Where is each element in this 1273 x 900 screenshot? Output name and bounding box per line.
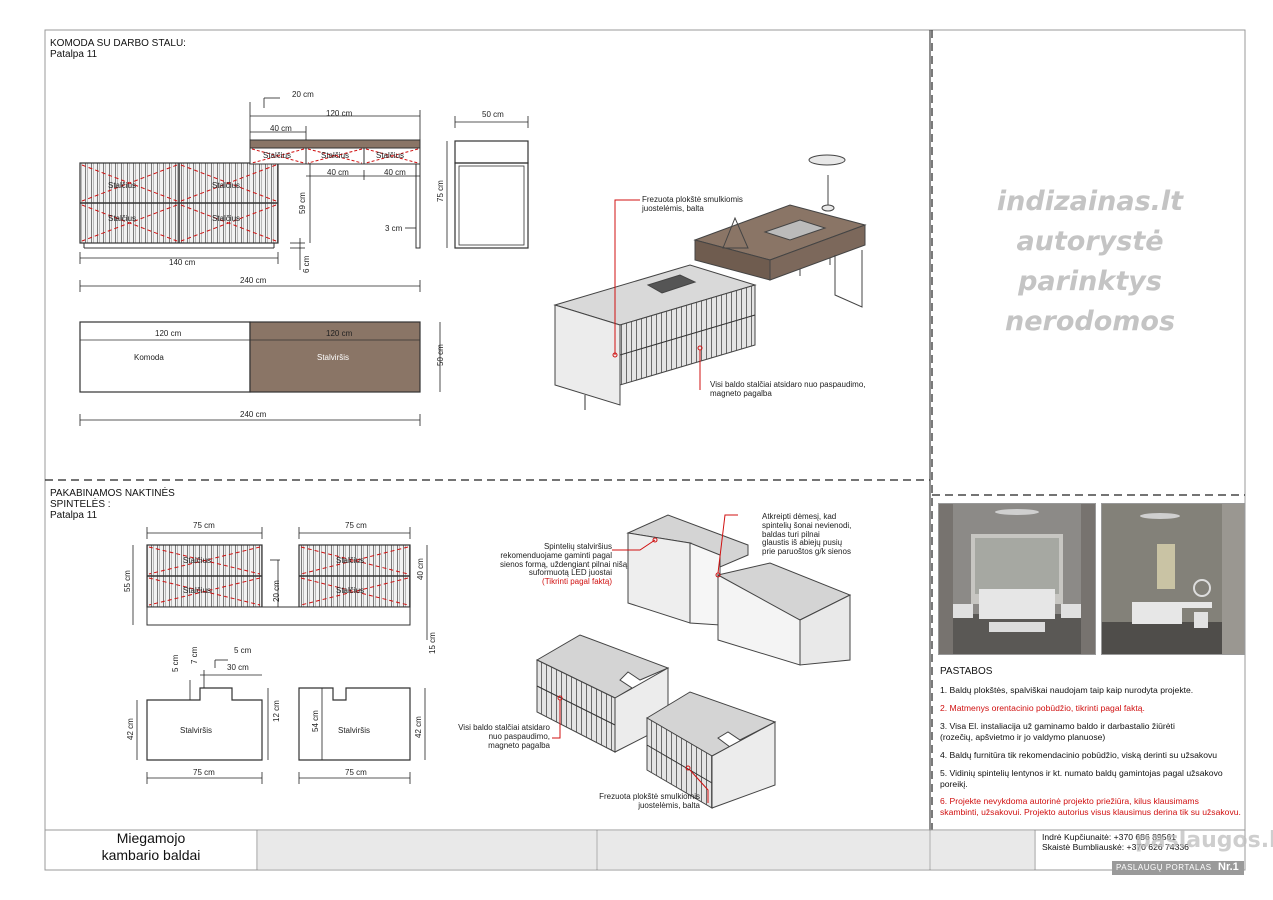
dim-40: 40 cm <box>270 124 292 133</box>
dim-240: 240 cm <box>240 276 267 285</box>
notes-heading: PASTABOS <box>940 666 993 677</box>
drawer-label: Stalčius <box>108 214 137 223</box>
dim-42: 42 cm <box>414 716 423 738</box>
dim-3: 3 cm <box>385 224 403 233</box>
desk-section-title: KOMODA SU DARBO STALU: <box>50 38 186 49</box>
watermark-line-4: nerodomos <box>1004 306 1176 337</box>
dim-30: 30 cm <box>227 663 249 672</box>
drawer-label: Stalčius <box>212 214 241 223</box>
drawer-label: Stalčius <box>212 181 241 190</box>
dim-50: 50 cm <box>482 110 504 119</box>
dim-40: 40 cm <box>327 168 349 177</box>
dim-55: 55 cm <box>123 570 132 592</box>
nightstand-section-title-2: SPINTELĖS : <box>50 499 111 510</box>
dim-140: 140 cm <box>169 258 196 267</box>
desk-magnet-callout: Visi baldo stalčiai atsidaro nuo paspaud… <box>710 380 866 398</box>
watermark-line-1: indizainas.lt <box>996 186 1184 217</box>
note-4: 4. Baldų furnitūra tik rekomendacinio po… <box>940 750 1218 760</box>
author-2: Skaistė Bumbliauskė: +370 626 74336 <box>1042 842 1189 852</box>
drawer-label: Stalčius <box>183 586 212 595</box>
ns-magnet-callout: Visi baldo stalčiai atsidaro nuo paspaud… <box>458 723 550 750</box>
dim-50: 50 cm <box>436 344 445 366</box>
dim-6: 6 cm <box>302 255 311 273</box>
komoda-label: Komoda <box>134 353 164 362</box>
drawing-title: Miegamojo kambario baldai <box>46 830 256 868</box>
note-1: 1. Baldų plokštės, spalviškai naudojam t… <box>940 685 1194 695</box>
dim-15: 15 cm <box>428 632 437 654</box>
dim-75: 75 cm <box>193 768 215 777</box>
dim-20: 20 cm <box>272 580 281 602</box>
dim-75: 75 cm <box>345 768 367 777</box>
note-3a: 3. Visa El. instaliacija už gaminamo bal… <box>940 721 1175 731</box>
dim-54: 54 cm <box>311 710 320 732</box>
desk-section-room: Patalpa 11 <box>50 49 98 60</box>
dim-20: 20 cm <box>292 90 314 99</box>
bedroom-render-photo-1 <box>938 503 1096 655</box>
dim-120: 120 cm <box>326 109 353 118</box>
portal-label: PASLAUGŲ PORTALAS <box>1116 863 1212 872</box>
nightstand-section-header: PAKABINAMOS NAKTINĖS SPINTELĖS : Patalpa… <box>50 488 175 521</box>
desk-section-header: KOMODA SU DARBO STALU: Patalpa 11 <box>50 38 186 60</box>
dim-120: 120 cm <box>155 329 182 338</box>
authors-block: Indrė Kupčiunaitė: +370 686 89561 Skaist… <box>1042 832 1189 852</box>
bedroom-render-photo-2 <box>1101 503 1245 655</box>
paslaugos-portal-badge: PASLAUGŲ PORTALAS Nr.1 <box>1112 861 1244 875</box>
note-2: 2. Matmenys orentacinio pobūdžio, tikrin… <box>940 703 1145 713</box>
watermark-line-2: autorystė <box>1016 226 1164 257</box>
stalvirsis-label: Stalviršis <box>317 353 350 362</box>
drawing-title-line-1: Miegamojo <box>116 830 186 846</box>
stalvirsis-label: Stalviršis <box>180 726 213 735</box>
dim-40: 40 cm <box>384 168 406 177</box>
drawer-label: Stalčius <box>108 181 137 190</box>
dim-75: 75 cm <box>193 521 215 530</box>
drawer-label: Stalčius <box>336 586 365 595</box>
nightstand-section-title-1: PAKABINAMOS NAKTINĖS <box>50 488 175 499</box>
dim-5: 5 cm <box>171 654 180 672</box>
ns-frezuota-callout: Frezuota plokštė smulkiomis juostelėmis,… <box>599 792 700 810</box>
dim-7: 7 cm <box>190 646 199 664</box>
nightstand-section-room: Patalpa 11 <box>50 510 98 521</box>
drawer-label: Stalčius <box>183 556 212 565</box>
author-1: Indrė Kupčiunaitė: +370 686 89561 <box>1042 832 1177 842</box>
dim-240: 240 cm <box>240 410 267 419</box>
note-3b: (rozečių, apšvietmo ir jo valdymo planuo… <box>940 732 1106 742</box>
ns-top-callout: Spintelių stalviršius rekomenduojame gam… <box>500 542 628 587</box>
portal-number: Nr.1 <box>1218 861 1239 873</box>
desk-drawer-label: Stalčius <box>376 151 405 160</box>
desk-drawer-label: Stalčius <box>263 151 292 160</box>
desk-frezuota-callout: Frezuota plokštė smulkiomis juostelėmis,… <box>642 195 743 213</box>
note-6b: skambinti, užsakovui. Projekto autorius … <box>940 807 1241 817</box>
desk-drawer-label: Stalčius <box>321 151 350 160</box>
dim-120: 120 cm <box>326 329 353 338</box>
stalvirsis-label: Stalviršis <box>338 726 371 735</box>
dim-59: 59 cm <box>298 192 307 214</box>
dim-5: 5 cm <box>234 646 252 655</box>
drawing-title-line-2: kambario baldai <box>101 847 201 863</box>
dim-42: 42 cm <box>126 718 135 740</box>
ns-attention-callout: Atkreipti dėmesį, kad spintelių šonai ne… <box>762 512 852 557</box>
note-6a: 6. Projekte nevykdoma autorinė projekto … <box>940 796 1199 806</box>
paslaugos-logo: paslaugos.lt <box>1135 828 1273 853</box>
note-5a: 5. Vidinių spintelių lentynos ir kt. num… <box>940 768 1223 778</box>
watermark-line-3: parinktys <box>1018 266 1162 297</box>
note-5b: poreikį. <box>940 779 968 789</box>
dim-12: 12 cm <box>272 700 281 722</box>
drawer-label: Stalčius <box>336 556 365 565</box>
dim-40: 40 cm <box>416 558 425 580</box>
dim-75: 75 cm <box>436 180 445 202</box>
dim-75: 75 cm <box>345 521 367 530</box>
